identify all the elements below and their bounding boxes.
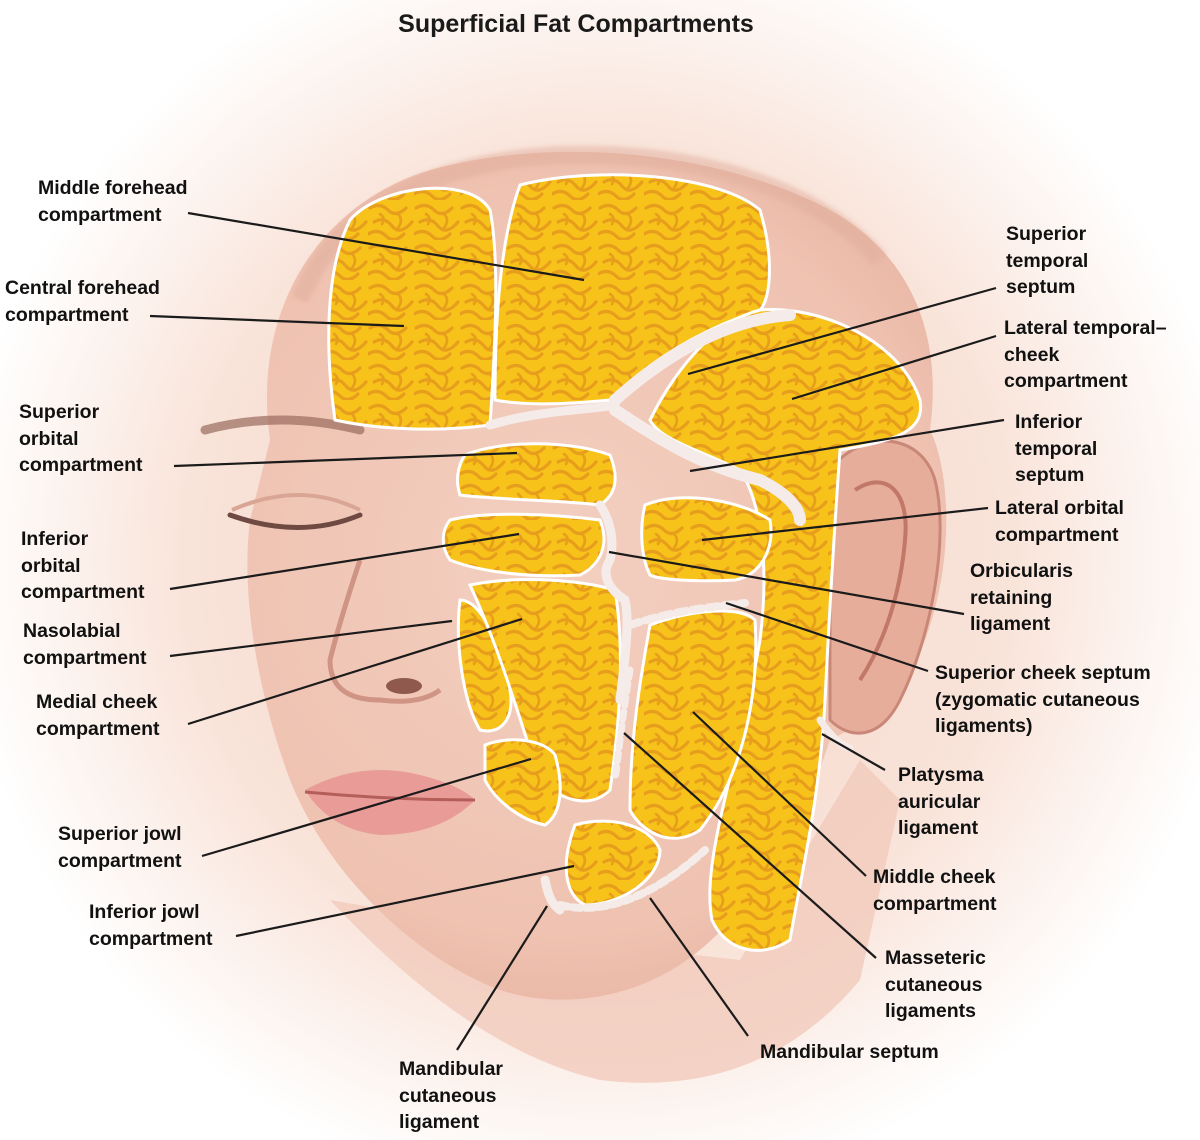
label-lateral-temporal-cheek: Lateral temporal– cheek compartment <box>1004 317 1167 392</box>
label-masseteric-cutaneous: Masseteric cutaneous ligaments <box>885 947 986 1022</box>
masseteric-line <box>611 666 634 784</box>
label-mandibular-septum: Mandibular septum <box>760 1041 939 1063</box>
leader-lateral-orbital <box>701 506 989 542</box>
ear <box>828 439 942 735</box>
label-superior-cheek-septum: Superior cheek septum (zygomatic cutaneo… <box>935 662 1151 737</box>
leader-superior-jowl <box>201 757 532 858</box>
leader-nasolabial <box>169 619 453 658</box>
eyelid <box>231 493 361 512</box>
middle-cheek-fat <box>628 609 758 840</box>
label-orbicularis-retaining: Orbicularis retaining ligament <box>970 560 1073 635</box>
figure-title: Superficial Fat Compartments <box>398 10 754 38</box>
leader-superior-temporal-septum <box>687 286 997 376</box>
leader-orbicularis-retaining <box>608 550 965 616</box>
leader-middle-cheek <box>692 711 867 877</box>
label-central-forehead: Central forehead compartment <box>5 277 160 326</box>
leader-middle-forehead <box>187 211 585 282</box>
leader-inferior-jowl <box>235 864 575 938</box>
eyebrow <box>200 415 365 435</box>
superior-jowl-fat <box>483 738 562 827</box>
label-lateral-orbital: Lateral orbital compartment <box>995 497 1124 546</box>
lip-line <box>304 790 476 802</box>
superior-temporal-septum-line <box>609 309 796 406</box>
platysma-line <box>816 716 854 752</box>
label-superior-temporal-septum: Superior temporal septum <box>1006 223 1089 298</box>
nose <box>327 559 442 704</box>
label-nasolabial: Nasolabial compartment <box>23 620 147 669</box>
label-middle-forehead: Middle forehead compartment <box>38 177 188 226</box>
label-mandibular-cutaneous: Mandibular cutaneous ligament <box>399 1058 504 1133</box>
label-inferior-jowl: Inferior jowl compartment <box>89 901 213 950</box>
septa <box>485 309 854 915</box>
neck <box>330 760 900 1083</box>
mandibular-septum-line <box>556 846 709 912</box>
label-superior-orbital: Superior orbital compartment <box>19 401 143 476</box>
leader-mandibular-cutaneous <box>456 905 548 1051</box>
lips <box>305 770 475 835</box>
leader-lines <box>149 211 1005 1051</box>
closed-eye <box>227 512 363 530</box>
leader-masseteric <box>623 732 877 959</box>
inferior-temporal-septum-line <box>609 404 806 526</box>
nostril <box>386 678 422 694</box>
orbicularis-ligament-line <box>595 500 632 705</box>
inferior-orbital-fat <box>441 512 606 578</box>
label-inferior-orbital: Inferior orbital compartment <box>21 528 145 603</box>
label-platysma-auricular: Platysma auricular ligament <box>898 764 984 839</box>
lateral-temporal-cheek-fat <box>648 308 923 952</box>
superior-orbital-fat <box>456 442 617 507</box>
label-superior-jowl: Superior jowl compartment <box>58 823 182 872</box>
inferior-jowl-fat <box>564 819 662 907</box>
orbital-septum-line <box>485 400 620 430</box>
leader-inferior-temporal-septum <box>689 418 1005 473</box>
ear-inner <box>853 480 908 682</box>
leader-lateral-temporal-cheek <box>791 334 997 401</box>
leader-superior-orbital <box>173 451 518 468</box>
leader-central-forehead <box>149 314 405 328</box>
label-medial-cheek: Medial cheek compartment <box>36 691 160 740</box>
leader-platysma-auricular <box>821 733 886 771</box>
label-inferior-temporal-septum: Inferior temporal septum <box>1015 411 1098 486</box>
leader-inferior-orbital <box>169 532 520 591</box>
leader-medial-cheek <box>187 617 523 726</box>
medial-cheek-fat <box>467 578 622 803</box>
leader-superior-cheek-septum <box>725 601 929 673</box>
label-middle-cheek: Middle cheek compartment <box>873 866 997 915</box>
mandibular-ligament-line <box>540 875 565 915</box>
central-forehead-fat <box>327 186 498 431</box>
leader-mandibular-septum <box>649 897 749 1037</box>
